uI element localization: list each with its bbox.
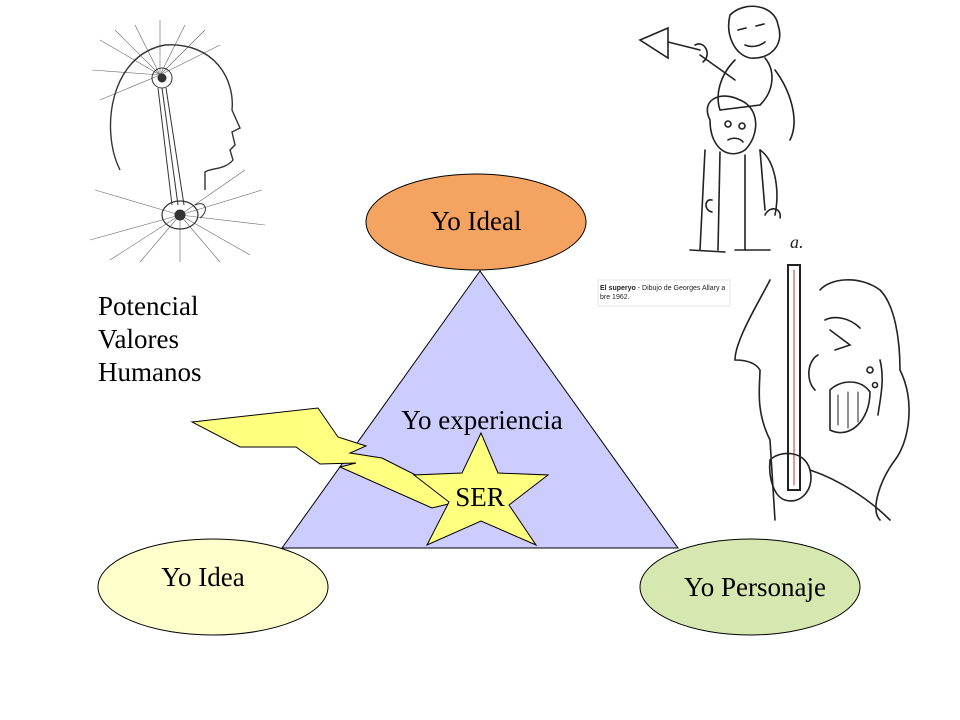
yo-personaje-ellipse <box>639 538 861 636</box>
superego-axe-cartoon <box>638 5 795 253</box>
values-list: Potencial Valores Humanos <box>98 290 202 389</box>
caption-box <box>597 279 731 307</box>
yo-personaje-label: Yo Personaje <box>684 572 826 602</box>
signature: a. <box>790 232 804 252</box>
crying-man-knife-cartoon <box>734 264 910 521</box>
yo-idea-ellipse <box>97 538 329 636</box>
yo-ideal-ellipse <box>365 173 587 271</box>
yo-ideal-label: Yo Ideal <box>430 206 521 236</box>
ser-label: SER <box>455 482 505 512</box>
cartoon-caption: El superyo - Dibujo de Georges Allary a … <box>600 284 728 306</box>
yo-idea-label: Yo Idea <box>161 562 245 592</box>
caption-line2: bre 1962. <box>600 294 630 301</box>
ser-star <box>412 431 550 547</box>
head-radiance-illustration <box>89 20 266 263</box>
yo-experiencia-label: Yo experiencia <box>401 405 562 435</box>
caption-bold: El superyo <box>600 285 636 292</box>
caption-text: - Dibujo de Georges Allary a <box>635 285 726 292</box>
values-list-item: Potencial <box>98 291 199 321</box>
values-list-item: Humanos <box>98 357 202 387</box>
values-list-item: Valores <box>98 324 179 354</box>
